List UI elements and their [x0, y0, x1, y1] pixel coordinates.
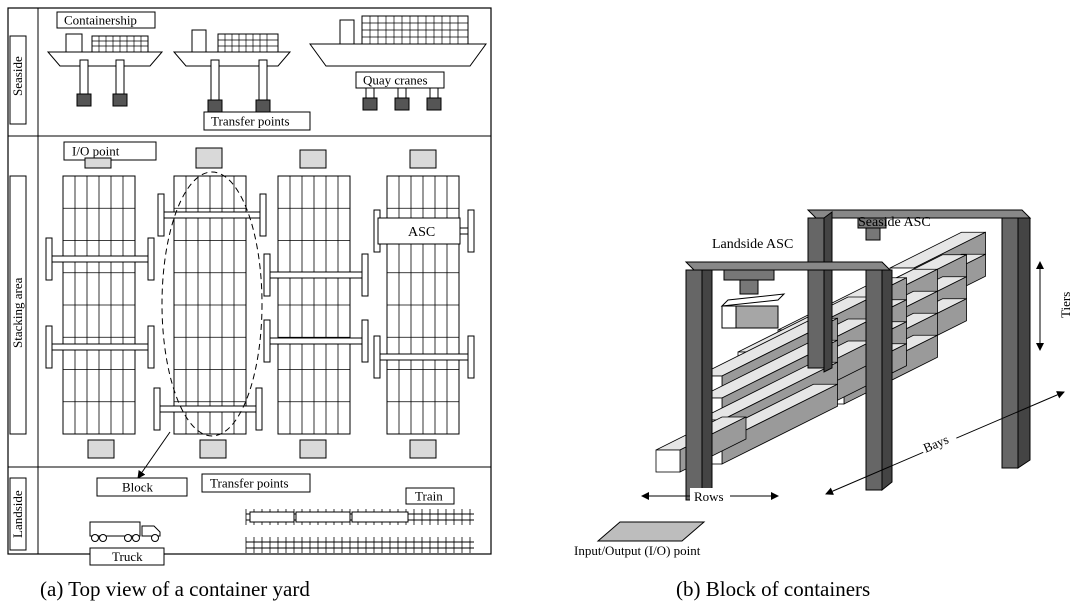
stacking-area-label: Stacking area: [10, 277, 25, 348]
yard-block-3: [277, 175, 351, 435]
containership-3: [309, 15, 487, 67]
landside-zone-label: [9, 477, 27, 551]
train-label: Train: [415, 489, 443, 504]
rows-label: Rows: [694, 489, 724, 504]
block-highlight-ellipse: [161, 171, 263, 437]
containership-2: [172, 29, 292, 67]
block-pointer-arrow: [137, 431, 171, 479]
io-point-label-b: Input/Output (I/O) point: [574, 543, 701, 558]
transfer-pads-top: [84, 147, 437, 169]
quay-cranes-group: [76, 59, 442, 113]
transfer-points-land-label: Transfer points: [210, 476, 289, 491]
yard-block-1: [62, 175, 136, 435]
asc-cranes-top-view: [45, 193, 475, 431]
truck-label: Truck: [112, 549, 143, 564]
transfer-points-sea-label: Transfer points: [211, 114, 290, 129]
panel-a-yard-top-view: Seaside Stacking area Landside: [7, 7, 492, 601]
quay-cranes-label: Quay cranes: [363, 73, 428, 88]
caption-b: (b) Block of containers: [676, 577, 870, 601]
seaside-asc-label: Seaside ASC: [858, 215, 931, 230]
stacking-zone-label: [9, 175, 27, 435]
yard-block-2: [173, 175, 247, 435]
landside-label: Landside: [10, 490, 25, 538]
seaside-zone-label: [9, 35, 27, 125]
yard-block-4: [386, 175, 460, 435]
container-blocks: [62, 175, 460, 435]
bays-label: Bays: [921, 432, 951, 456]
seaside-label: Seaside: [10, 56, 25, 96]
truck-icon: [89, 521, 161, 542]
tiers-label: Tiers: [1058, 292, 1073, 318]
caption-a: (a) Top view of a container yard: [40, 577, 310, 601]
containership-label: Containership: [64, 13, 137, 28]
transfer-pads-bottom: [87, 439, 437, 459]
io-point-label: I/O point: [72, 144, 120, 159]
rail-track-2: [245, 537, 474, 553]
io-point-pad: [596, 521, 706, 542]
containership-1: [46, 33, 164, 67]
block-label: Block: [122, 480, 154, 495]
asc-label: ASC: [408, 225, 435, 240]
landside-asc-label: Landside ASC: [712, 237, 793, 252]
panel-b-block-of-containers: Input/Output (I/O) point Seasi: [574, 209, 1073, 601]
train-cars: [249, 511, 409, 523]
